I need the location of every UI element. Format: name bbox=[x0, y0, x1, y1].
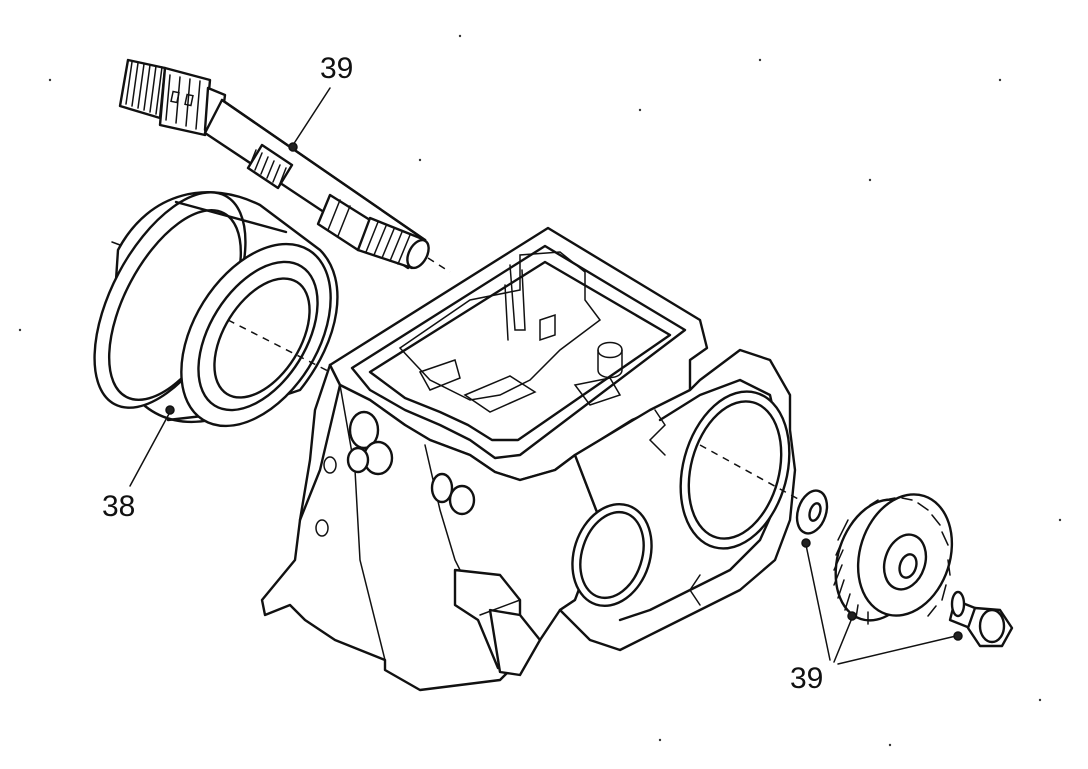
input-shaft bbox=[118, 58, 451, 273]
gear-axis-line bbox=[699, 444, 801, 501]
bearing-callout-label: 38 bbox=[102, 490, 135, 523]
gear-leader-dot bbox=[847, 611, 857, 621]
washer bbox=[795, 489, 829, 535]
gear-assembly bbox=[699, 444, 1014, 648]
bolt-leader-dot bbox=[953, 631, 963, 641]
shaft-leader-line bbox=[292, 87, 331, 146]
bolt-leader-line bbox=[837, 635, 957, 665]
bearing-leader-dot bbox=[165, 405, 175, 415]
gear-leader-line bbox=[833, 617, 853, 663]
gear-parts-callout-label: 39 bbox=[790, 662, 823, 695]
shaft-callout-label: 39 bbox=[320, 52, 353, 85]
shaft-leader-dot bbox=[288, 142, 298, 152]
bearing-drum bbox=[93, 191, 339, 428]
scan-speckles bbox=[18, 34, 1062, 747]
bearing-leader-line bbox=[129, 411, 171, 487]
transmission-case bbox=[260, 226, 797, 692]
washer-leader-dot bbox=[801, 538, 811, 548]
washer-leader-line bbox=[805, 544, 831, 661]
bolt bbox=[948, 590, 1014, 648]
callouts: 39 38 39 bbox=[102, 52, 963, 695]
gear bbox=[833, 493, 954, 625]
bearing-axis-line bbox=[227, 319, 331, 373]
